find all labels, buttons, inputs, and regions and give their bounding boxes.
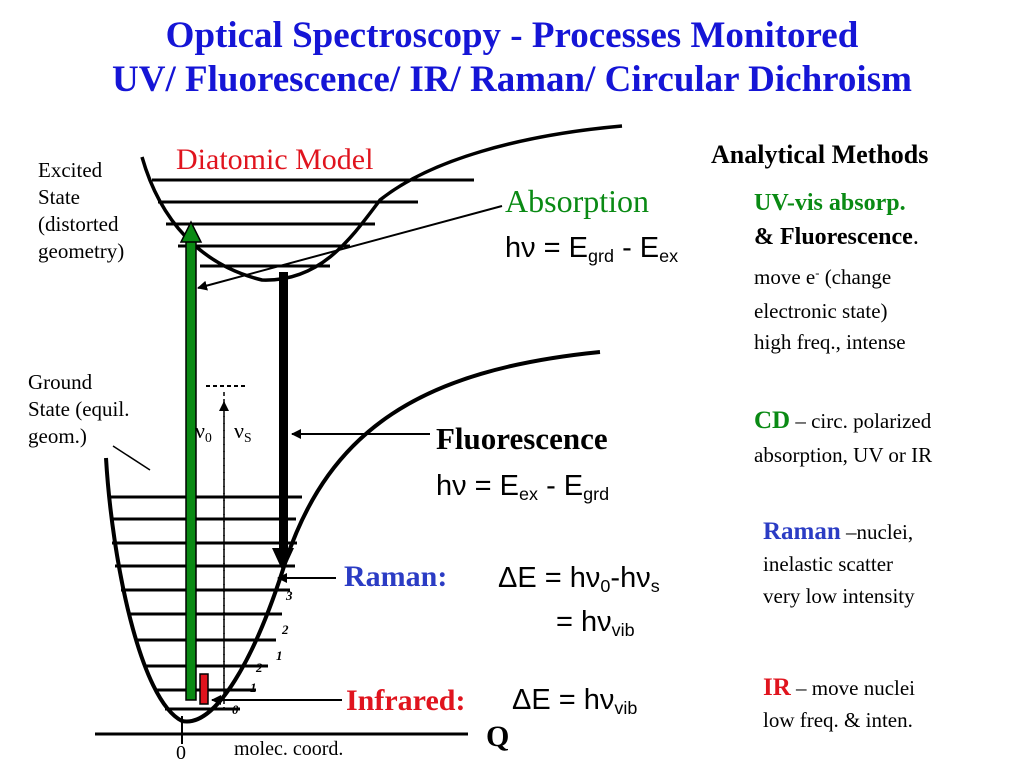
level-mark-2: 2 (282, 622, 289, 637)
excited-vibrational-levels (152, 178, 474, 268)
ground-state-pointer (112, 445, 151, 471)
fluorescence-title: Fluorescence (436, 421, 608, 456)
excited-state-label: Excited State (distorted geometry) (38, 158, 125, 263)
level-mark-1: 1 (276, 648, 283, 663)
analytical-methods-heading: Analytical Methods (711, 140, 929, 169)
nu0-label: ν0 (195, 418, 212, 445)
level-mark-3: 3 (286, 588, 293, 603)
absorption-equation: hν = Egrd - Eex (505, 232, 679, 267)
raman-method: Raman –nuclei, inelastic scatter very lo… (763, 518, 915, 608)
nus-label: νS (234, 418, 252, 445)
raman-equation-line2: = hνvib (556, 606, 635, 641)
q-label: Q (486, 720, 510, 753)
axis-zero-label: 0 (176, 742, 186, 764)
absorption-arrow (185, 239, 197, 701)
level-mark-2b: 2 (256, 660, 263, 675)
raman-title: Raman: (344, 560, 448, 593)
page-subtitle: UV/ Fluorescence/ IR/ Raman/ Circular Di… (112, 59, 912, 100)
diatomic-model-title: Diatomic Model (176, 143, 374, 176)
uvvis-method: UV-vis absorp. & Fluorescence. (754, 190, 919, 250)
uvvis-description: move e- (change electronic state) high f… (754, 265, 906, 354)
raman-equation: ΔE = hν0-hνs (498, 562, 660, 597)
ir-method: IR – move nuclei low freq. & inten. (763, 674, 916, 732)
absorption-title: Absorption (505, 183, 649, 219)
absorption-arrow-head (179, 220, 203, 243)
fluorescence-equation: hν = Eex - Egrd (436, 470, 610, 505)
infrared-title: Infrared: (346, 684, 466, 717)
ground-state-curve (104, 350, 601, 724)
level-mark-1b: 1 (250, 680, 257, 695)
ground-state-label: Ground State (equil. geom.) (28, 370, 130, 448)
axis-label: molec. coord. (234, 738, 344, 760)
fluorescence-arrow-head (272, 548, 294, 572)
absorption-pointer (197, 205, 503, 291)
infrared-equation: ΔE = hνvib (512, 684, 638, 719)
ground-vibrational-levels (108, 495, 302, 711)
infrared-bar (199, 673, 209, 705)
level-mark-0: 0 (232, 702, 239, 717)
fluorescence-arrow (279, 272, 288, 550)
cd-method: CD – circ. polarized absorption, UV or I… (754, 407, 933, 467)
page-title: Optical Spectroscopy - Processes Monitor… (165, 15, 859, 56)
